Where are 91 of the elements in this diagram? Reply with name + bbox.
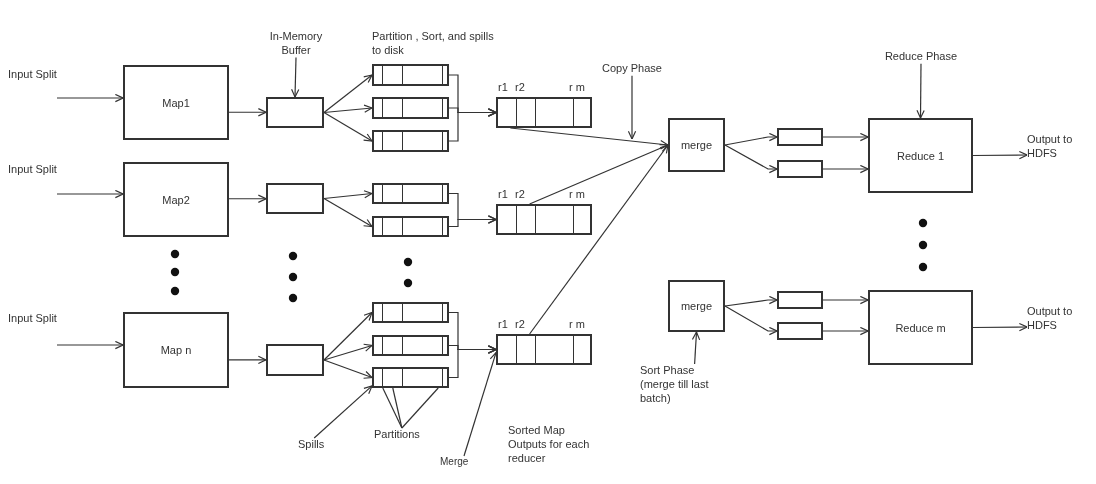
annotation: Partitions xyxy=(374,428,436,442)
reducer-input-box xyxy=(777,128,823,146)
arrow xyxy=(822,326,869,336)
arrow xyxy=(323,311,373,361)
column-label: r2 xyxy=(515,188,525,200)
leader-line xyxy=(401,387,439,429)
map-task-box xyxy=(123,65,229,140)
column-label: r2 xyxy=(515,81,525,93)
column-label: r1 xyxy=(498,318,508,330)
arrow xyxy=(448,215,497,228)
arrow xyxy=(448,108,497,142)
phase-label: Reduce Phase xyxy=(870,50,972,64)
buffer-box xyxy=(266,97,324,128)
input-label: Input Split xyxy=(8,68,58,82)
arrow xyxy=(291,56,300,98)
column-label: r m xyxy=(569,318,585,330)
arrow xyxy=(509,127,669,149)
task-label: Map n xyxy=(160,344,192,356)
arrow xyxy=(691,331,701,365)
arrow xyxy=(822,295,869,305)
arrow xyxy=(972,150,1028,160)
arrow xyxy=(56,189,124,199)
arrow xyxy=(323,359,373,379)
column-label: r1 xyxy=(498,81,508,93)
arrow xyxy=(448,345,497,379)
spill-file-box xyxy=(372,130,449,152)
spill-file-box xyxy=(372,302,449,323)
annotation: Merge xyxy=(440,456,480,469)
arrow xyxy=(228,194,267,203)
arrow xyxy=(228,355,267,365)
buffer-box xyxy=(266,344,324,376)
task-label: Map1 xyxy=(162,96,190,109)
column-label: r1 xyxy=(498,188,508,200)
arrow xyxy=(529,144,669,335)
reduce-task-box xyxy=(868,118,973,193)
arrow xyxy=(529,144,669,205)
arrow xyxy=(724,132,778,146)
reducer-input-box xyxy=(777,322,823,340)
arrow xyxy=(323,343,373,361)
arrow xyxy=(822,132,869,142)
spill-file-box xyxy=(372,216,449,237)
arrow xyxy=(822,164,869,174)
annotation: Spills xyxy=(298,438,334,452)
reducer-input-box xyxy=(777,291,823,309)
arrow xyxy=(916,63,925,119)
task-label: Reduce 1 xyxy=(896,149,945,162)
arrow xyxy=(323,190,373,200)
input-label: Input Split xyxy=(8,312,58,326)
output-label: Output to HDFS xyxy=(1027,133,1093,161)
task-label: Map2 xyxy=(162,193,190,206)
map-task-box xyxy=(123,162,229,237)
step-caption: Partition , Sort, and spills to disk xyxy=(372,30,495,58)
input-label: Input Split xyxy=(8,163,58,177)
phase-label: Copy Phase xyxy=(590,62,674,76)
column-label: r2 xyxy=(515,318,525,330)
arrow xyxy=(463,352,498,457)
arrow xyxy=(972,322,1028,332)
spill-file-box xyxy=(372,367,449,388)
output-label: Output to HDFS xyxy=(1027,305,1093,333)
arrow xyxy=(313,385,373,439)
arrow xyxy=(323,74,373,114)
leader-line xyxy=(382,387,403,429)
buffer-box xyxy=(266,183,324,214)
column-label: r m xyxy=(569,81,585,93)
note: Sorted Map Outputs for each reducer xyxy=(508,424,591,466)
merge-box xyxy=(668,280,725,332)
leader-line xyxy=(392,387,403,429)
arrow xyxy=(323,104,373,114)
task-label: Reduce m xyxy=(895,321,946,334)
arrow xyxy=(56,340,124,350)
arrow xyxy=(627,75,637,140)
merge-label: merge xyxy=(680,300,713,312)
column-label: r m xyxy=(569,188,585,200)
buffer-caption: In-Memory Buffer xyxy=(258,30,334,58)
spill-file-box xyxy=(372,64,449,86)
map-task-box xyxy=(123,312,229,388)
phase-label: Sort Phase (merge till last batch) xyxy=(640,364,718,406)
merge-box xyxy=(668,118,725,172)
arrow xyxy=(724,144,778,174)
spill-file-box xyxy=(372,183,449,204)
arrow xyxy=(323,111,373,142)
spill-file-box xyxy=(372,335,449,356)
merge-label: merge xyxy=(680,139,713,151)
reduce-task-box xyxy=(868,290,973,365)
spill-file-box xyxy=(372,97,449,119)
arrow xyxy=(724,305,778,336)
arrow xyxy=(228,108,267,117)
arrow xyxy=(56,93,124,103)
arrow xyxy=(323,197,373,228)
arrow xyxy=(724,295,778,307)
reducer-input-box xyxy=(777,160,823,178)
